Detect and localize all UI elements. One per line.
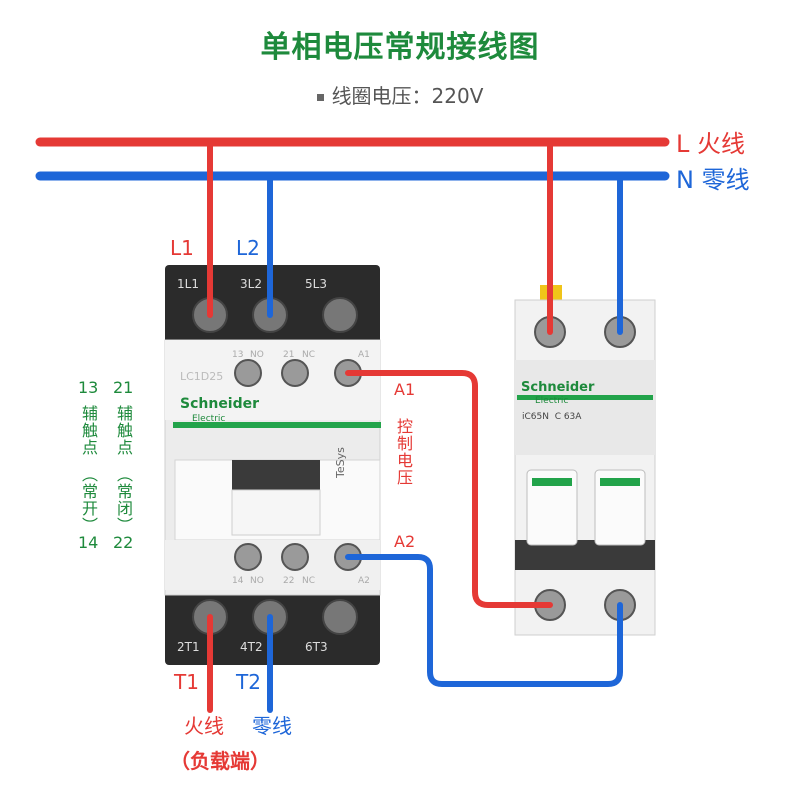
load-live-label: 火线 [184,714,224,738]
aux1-label: 辅触点 [79,405,98,456]
aux1-state: （常开） [79,466,98,534]
a1-label: A1 [394,380,416,399]
l2-label: L2 [236,236,260,260]
terminal-2t1: 2T1 [177,640,200,654]
terminal-3l2: 3L2 [240,277,262,291]
a1-control-wire [345,370,553,608]
contactor-series: TeSys [334,447,347,478]
aux-top-no: NO [250,350,264,360]
contactor-brand: Schneider Electric [180,396,260,426]
aux-top-13: 13 [232,350,244,360]
contactor-brand-sub: Electric [192,414,226,424]
aux2-bottom-number: 22 [113,533,134,552]
coil-voltage-subtitle: 线圈电压：220V [0,80,800,109]
aux-top-21: 21 [283,350,295,360]
diagram-title: 单相电压常规接线图 [260,30,540,65]
t2-label: T2 [236,670,261,694]
t1-label: T1 [174,670,199,694]
aux-bottom-22: 22 [283,576,295,586]
breaker-brand-name: Schneider [521,380,595,395]
breaker-model: iC65N C 63A [522,412,582,422]
aux-bottom-14: 14 [232,576,244,586]
aux-top-nc: NC [302,350,316,360]
coil-voltage-text: 线圈电压：220V [331,84,484,108]
load-end-label: （负载端） [170,749,270,773]
aux-top-a1: A1 [358,350,370,360]
l1-label: L1 [170,236,194,260]
aux-bottom-no: NO [250,576,264,586]
aux2-top-number: 21 [113,378,134,397]
aux1-top-number: 13 [78,378,99,397]
aux1-bottom-number: 14 [78,533,99,552]
breaker-brand-sub: Electric [535,396,569,406]
control-voltage-label: 控制电压 [394,418,413,486]
contactor-brand-name: Schneider [180,396,260,412]
aux-bottom-nc: NC [302,576,316,586]
bullet-icon [316,94,324,101]
terminal-1l1: 1L1 [177,277,199,291]
terminal-4t2: 4T2 [240,640,263,654]
terminal-6t3: 6T3 [305,640,328,654]
load-neutral-label: 零线 [252,714,292,738]
live-line-label: L 火线 [676,130,745,158]
neutral-line-label: N 零线 [676,166,750,194]
breaker-body [514,285,656,636]
a2-control-wire [345,554,623,687]
a2-label: A2 [394,532,416,551]
aux-bottom-a2: A2 [358,576,370,586]
contactor-model: LC1D25 [180,370,224,383]
aux2-label: 辅触点 [114,405,133,456]
breaker-brand: Schneider Electric [521,380,595,407]
terminal-5l3: 5L3 [305,277,327,291]
aux2-state: （常闭） [114,466,133,534]
